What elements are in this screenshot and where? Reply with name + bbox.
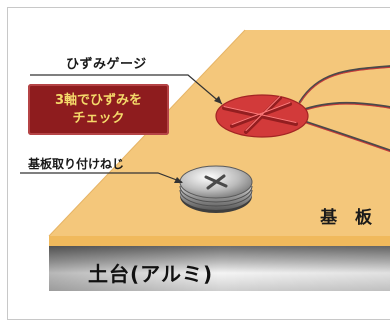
gauge-arrowhead	[214, 96, 222, 104]
base-label: 土台(アルミ)	[88, 262, 214, 286]
board-screw	[179, 165, 253, 213]
frame-border	[7, 7, 390, 320]
wire-1-core	[299, 66, 390, 104]
strain-gauge-label: ひずみゲージ	[66, 57, 147, 72]
board-label: 基 板	[320, 208, 378, 228]
board-edge	[49, 236, 390, 246]
wire-2	[298, 101, 390, 113]
wire-2-core	[299, 103, 390, 113]
screw-leader-line	[20, 172, 183, 183]
gauge-wires	[298, 65, 390, 153]
callout-line-1: 3軸でひずみを	[54, 92, 143, 108]
aluminium-base-shading	[49, 246, 390, 291]
screw-label: 基板取り付けねじ	[28, 157, 125, 171]
screw-threads	[179, 185, 253, 207]
leader-lines	[20, 74, 223, 183]
phillips-cross-icon	[204, 174, 228, 190]
wire-3	[298, 118, 390, 152]
gauge-grid-highlight	[223, 96, 297, 131]
callout-line-2: チェック	[72, 110, 125, 126]
circuit-board	[49, 30, 390, 236]
callout-box: 3軸でひずみを チェック	[28, 84, 169, 135]
gauge-leader-line	[30, 74, 223, 105]
screw-arrowhead	[174, 177, 183, 183]
wire-1	[298, 65, 390, 104]
leader-arrowheads	[174, 96, 222, 183]
wire-3-core	[299, 120, 390, 153]
strain-gauge	[215, 94, 309, 138]
